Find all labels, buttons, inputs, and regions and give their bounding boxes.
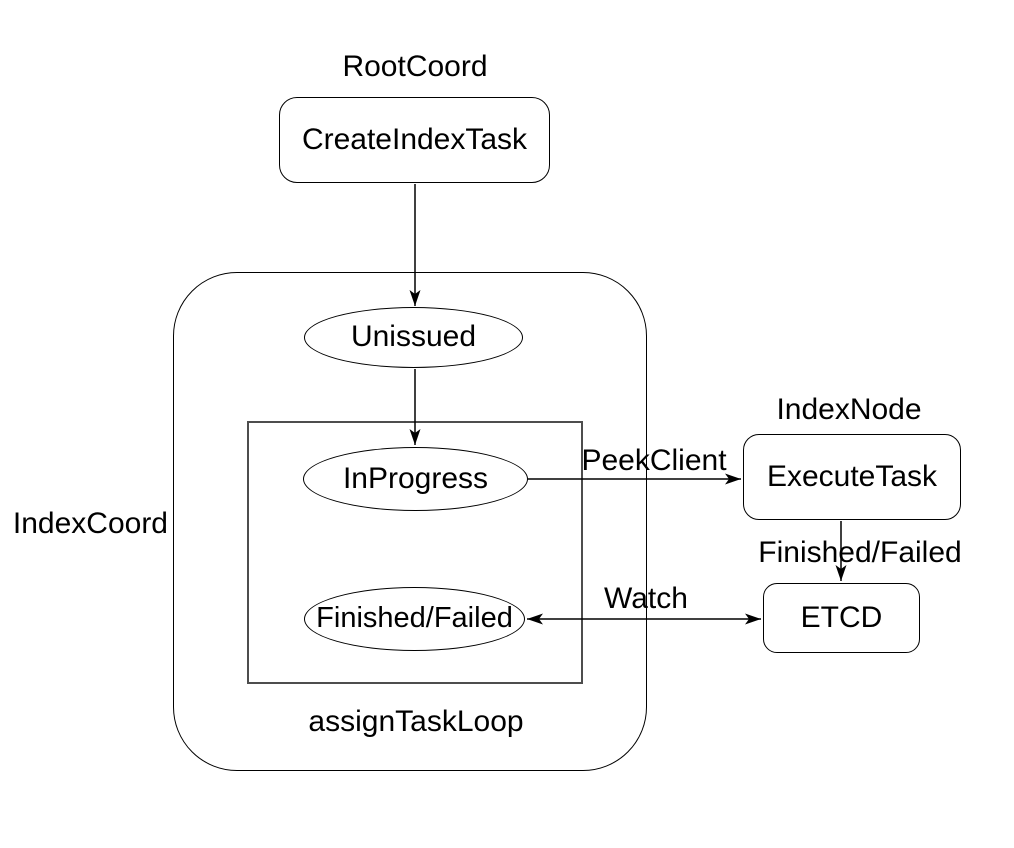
index-node-label: IndexNode <box>776 393 922 426</box>
edge-label-finished-failed: Finished/Failed <box>758 536 962 569</box>
node-in-progress: InProgress <box>303 447 528 511</box>
node-unissued: Unissued <box>304 307 523 368</box>
index-coord-container <box>173 272 647 771</box>
node-etcd: ETCD <box>763 583 920 653</box>
node-create-index-task: CreateIndexTask <box>279 97 550 183</box>
index-coord-label: IndexCoord <box>12 507 168 540</box>
assign-task-loop-label: assignTaskLoop <box>308 705 524 738</box>
edge-label-peekclient: PeekClient <box>581 444 727 477</box>
root-coord-label: RootCoord <box>342 50 488 83</box>
edge-label-watch: Watch <box>604 582 688 615</box>
node-execute-task: ExecuteTask <box>743 434 961 520</box>
node-finished-failed: Finished/Failed <box>304 587 525 651</box>
